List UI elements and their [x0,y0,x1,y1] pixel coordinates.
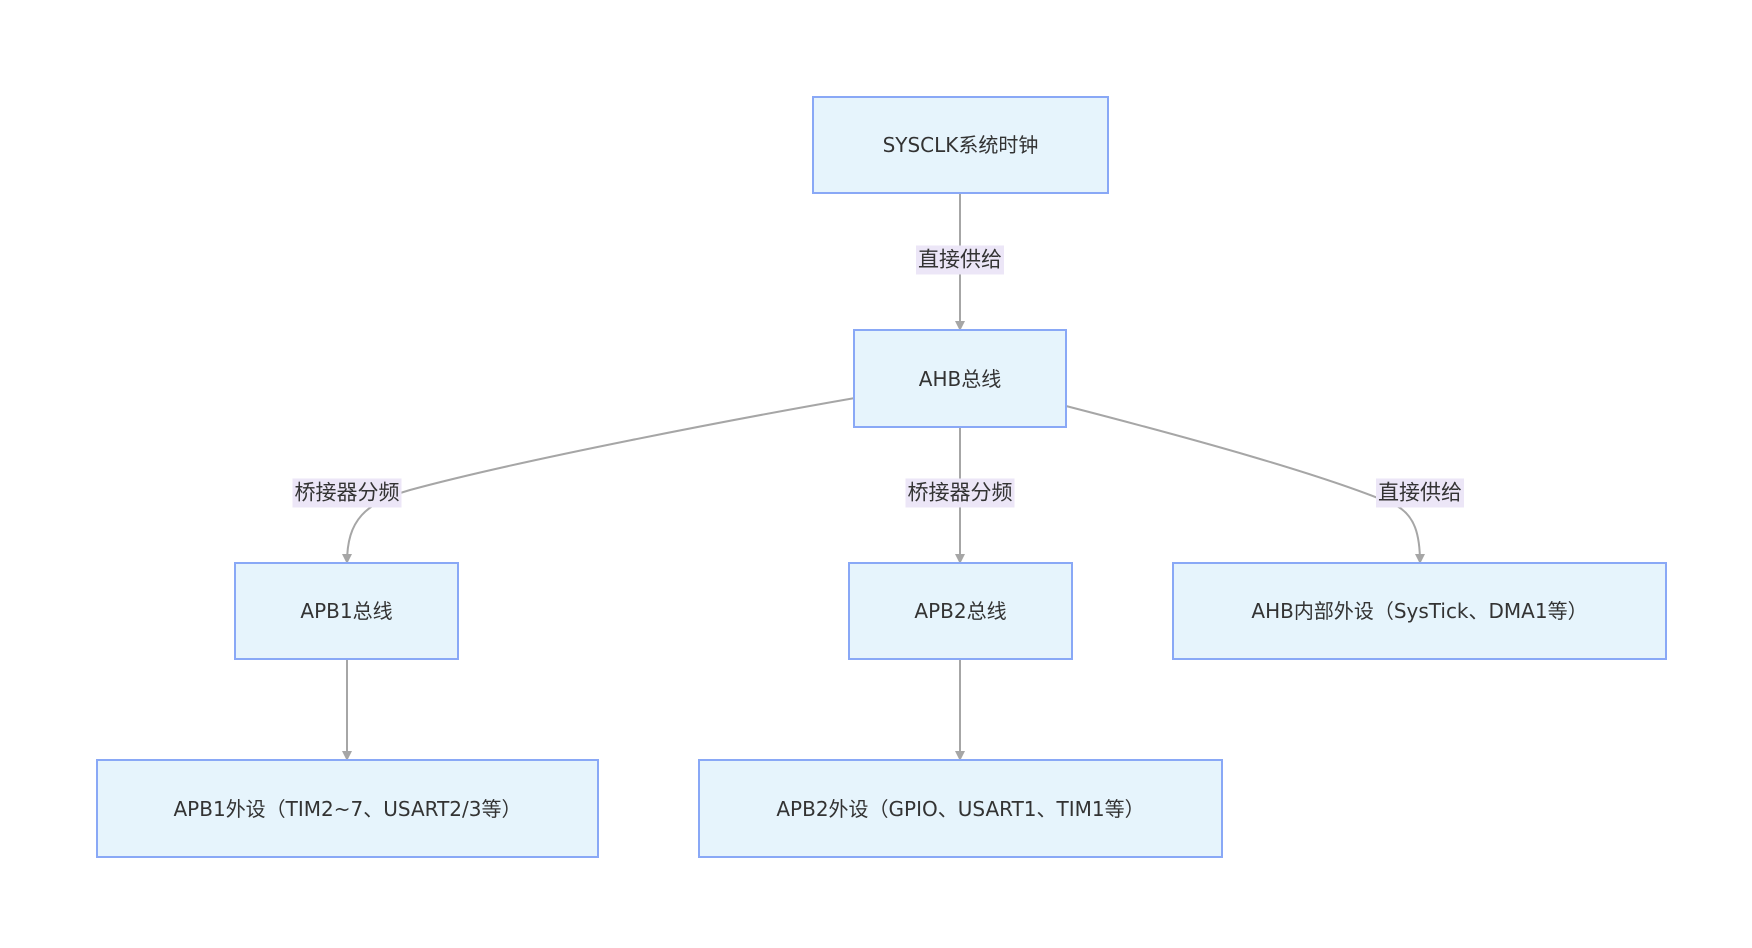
node-ahb: AHB总线 [853,329,1067,428]
node-apb1: APB1总线 [234,562,459,660]
node-apb2: APB2总线 [848,562,1073,660]
edge-label-sysclk-to-ahb: 直接供给 [916,245,1004,275]
edge-label-ahb-to-apb2: 桥接器分频 [905,478,1015,508]
node-ahb-peripherals: AHB内部外设（SysTick、DMA1等） [1172,562,1667,660]
edge-label-ahb-to-apb1: 桥接器分频 [292,478,402,508]
edge-ahb-to-ahb-peripherals [1065,405,1425,564]
edge-label-ahb-to-ahb-peripherals: 直接供给 [1376,478,1464,508]
edge-ahb-to-apb1 [342,397,856,564]
node-apb2-peripherals: APB2外设（GPIO、USART1、TIM1等） [698,759,1223,858]
node-apb1-peripherals: APB1外设（TIM2~7、USART2/3等） [96,759,599,858]
node-sysclk: SYSCLK系统时钟 [812,96,1109,194]
